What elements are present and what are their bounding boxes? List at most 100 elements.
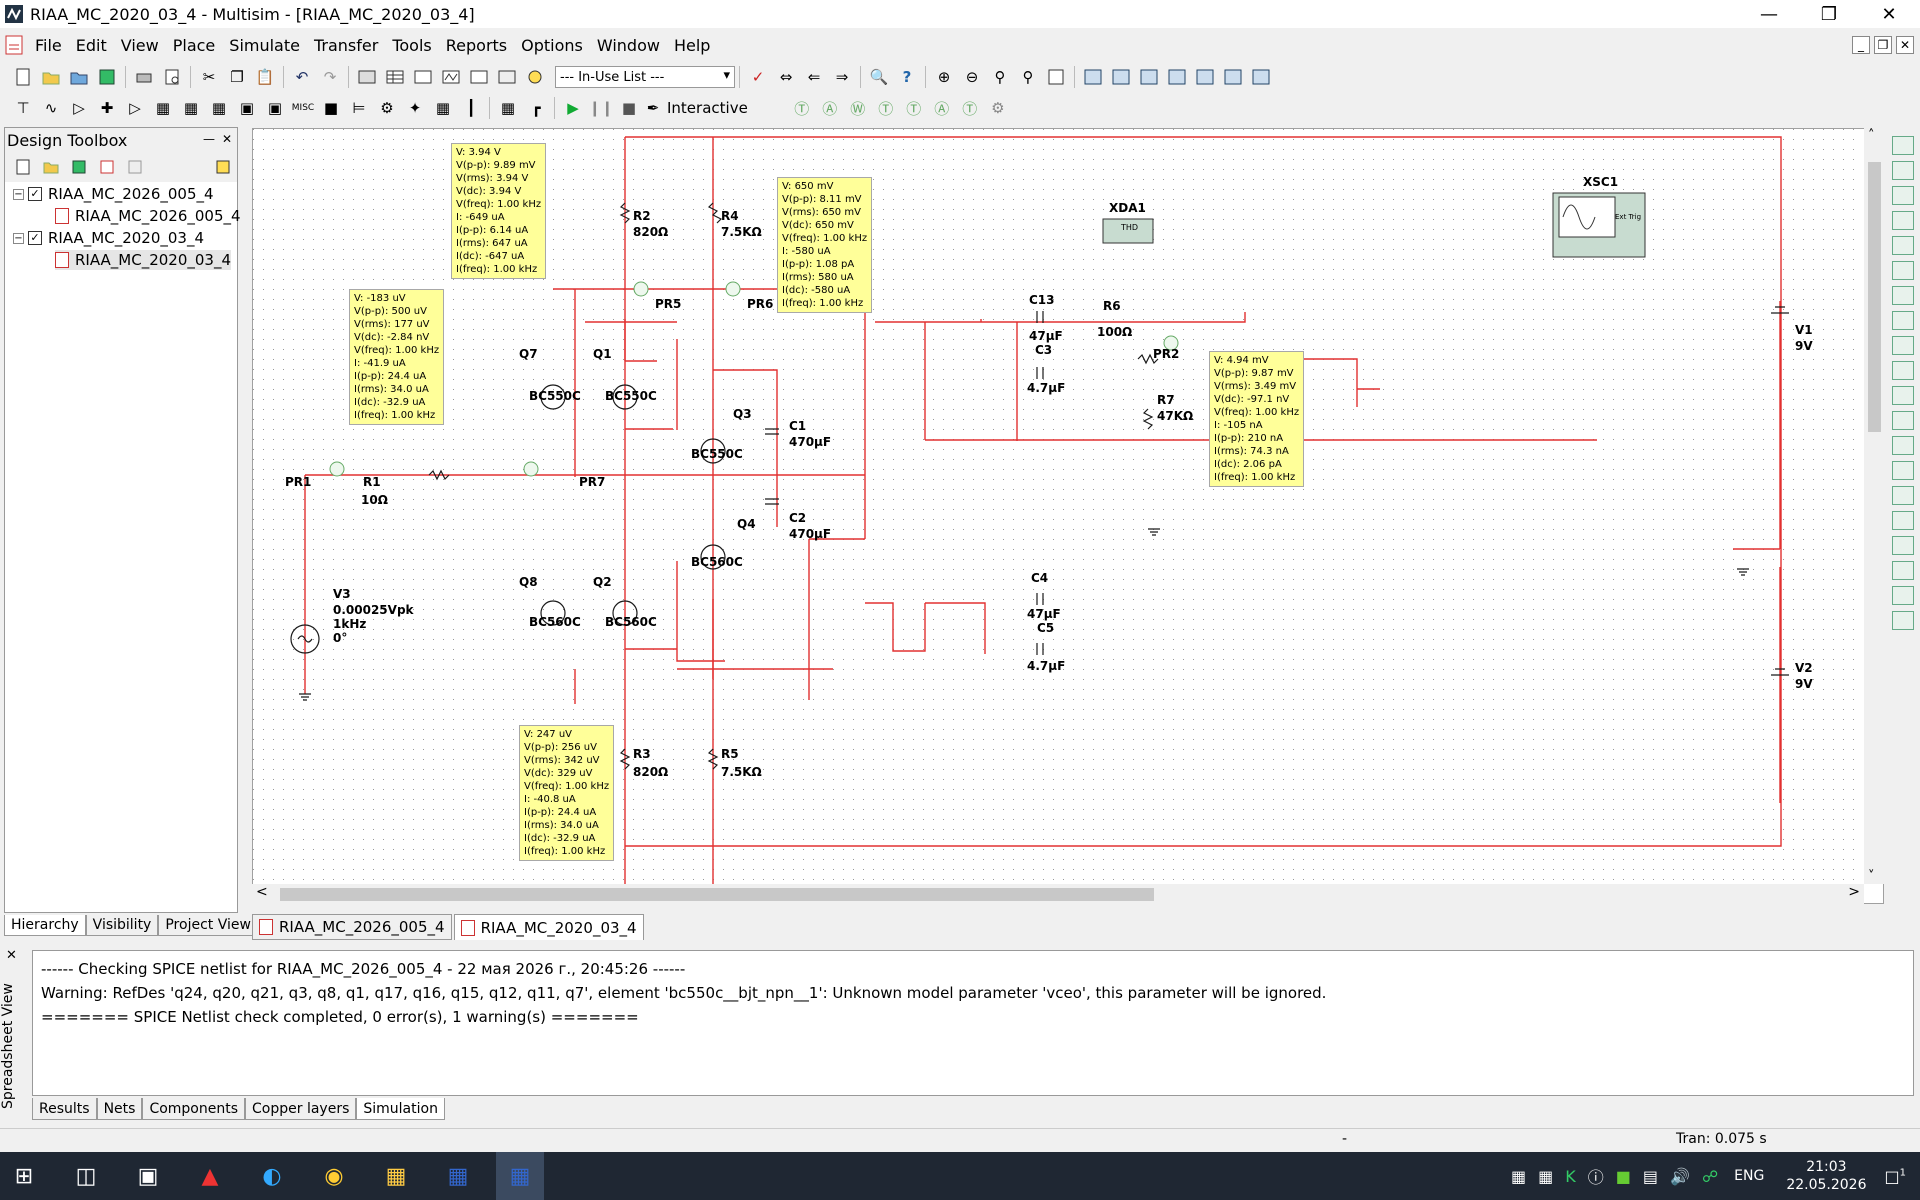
place-junction-icon[interactable]: ┏: [531, 99, 541, 117]
toolbox-delete-sheet-icon[interactable]: [124, 156, 146, 178]
scroll-left-icon[interactable]: <: [256, 884, 268, 900]
doc-tab-2026[interactable]: RIAA_MC_2026_005_4: [252, 914, 452, 940]
document-icon[interactable]: [4, 35, 24, 55]
place-basic-icon[interactable]: ∿: [44, 99, 58, 117]
doc-tab-2020[interactable]: RIAA_MC_2020_03_4: [453, 914, 644, 940]
redo-icon[interactable]: ↷: [323, 68, 337, 86]
find-icon[interactable]: 🔍: [869, 68, 889, 86]
open-folder-icon[interactable]: [40, 66, 62, 88]
undo-icon[interactable]: ↶: [295, 68, 309, 86]
probe-diff-icon[interactable]: Ⓣ: [878, 99, 894, 118]
start-windows-icon[interactable]: ⊞: [14, 1163, 34, 1189]
vertical-scrollbar[interactable]: ˄˅: [1864, 128, 1884, 884]
tray-network-icon[interactable]: ▤: [1642, 1166, 1659, 1186]
close-window-button[interactable]: ✕: [1881, 3, 1897, 25]
component-wizard-icon[interactable]: [524, 66, 546, 88]
zoom-out-icon[interactable]: ⊖: [965, 68, 979, 86]
tray-app2-icon[interactable]: ▦: [1538, 1166, 1554, 1186]
wattmeter-icon[interactable]: [1892, 186, 1914, 205]
multisim-taskbar-icon[interactable]: ▦: [496, 1152, 544, 1200]
database-manager-icon[interactable]: [496, 66, 518, 88]
menu-place[interactable]: Place: [172, 35, 216, 55]
cut-icon[interactable]: ✂: [202, 68, 216, 86]
agilent-generator-icon[interactable]: [1892, 486, 1914, 505]
spreadsheet-close-icon[interactable]: ✕: [6, 948, 17, 963]
place-electromech-icon[interactable]: ⊨: [352, 99, 366, 117]
distortion-analyzer-icon[interactable]: [1892, 411, 1914, 430]
place-misc-icon[interactable]: MISC: [291, 103, 315, 113]
bode-plotter-icon[interactable]: [1892, 261, 1914, 280]
function-generator-icon[interactable]: [1892, 161, 1914, 180]
logic-converter-icon[interactable]: [1892, 336, 1914, 355]
toolbox-properties-icon[interactable]: [212, 156, 234, 178]
tree-item-sheet-2020[interactable]: RIAA_MC_2020_03_4: [55, 250, 232, 270]
place-source-icon[interactable]: ⊤: [16, 99, 30, 117]
tab-nets[interactable]: Nets: [96, 1098, 143, 1120]
edge-icon[interactable]: ◐: [262, 1163, 282, 1189]
minimize-button[interactable]: —: [1760, 3, 1778, 25]
probe-current-icon[interactable]: Ⓐ: [822, 99, 838, 118]
tray-app-icon[interactable]: ▦: [1511, 1166, 1527, 1186]
menu-tools[interactable]: Tools: [392, 35, 432, 55]
network-analyzer-icon[interactable]: [1892, 461, 1914, 480]
mdi-restore-button[interactable]: ❐: [1874, 36, 1892, 54]
tray-info-icon[interactable]: ⓘ: [1587, 1168, 1604, 1187]
grapher-icon[interactable]: [440, 66, 462, 88]
tab-simulation[interactable]: Simulation: [356, 1098, 445, 1120]
menu-window[interactable]: Window: [596, 35, 660, 55]
instrument-7-icon[interactable]: [1250, 66, 1272, 88]
toolbox-close-icon[interactable]: ✕: [221, 132, 233, 146]
transfer-icon[interactable]: ⇔: [779, 68, 793, 86]
instrument-1-icon[interactable]: [1082, 66, 1104, 88]
copy-icon[interactable]: ❐: [230, 68, 244, 86]
probe-voltage-icon[interactable]: Ⓣ: [794, 99, 810, 118]
menu-edit[interactable]: Edit: [75, 35, 107, 55]
probe-power-icon[interactable]: Ⓦ: [850, 99, 866, 118]
tray-nvidia-icon[interactable]: ■: [1615, 1166, 1631, 1186]
print-preview-icon[interactable]: [161, 66, 183, 88]
place-advanced-peripherals-icon[interactable]: ✦: [408, 99, 422, 117]
zoom-fit-icon[interactable]: ⚲: [1022, 68, 1034, 86]
current-probe-icon[interactable]: [1892, 611, 1914, 630]
mdi-close-button[interactable]: ✕: [1896, 36, 1914, 54]
tab-copper-layers[interactable]: Copper layers: [245, 1098, 357, 1120]
zoom-page-icon[interactable]: [1045, 66, 1067, 88]
new-file-icon[interactable]: [12, 66, 34, 88]
open-sample-icon[interactable]: [68, 66, 90, 88]
run-simulation-icon[interactable]: ▶: [567, 99, 579, 117]
menu-help[interactable]: Help: [673, 35, 711, 55]
place-analog-icon[interactable]: ▷: [129, 99, 141, 117]
word-generator-icon[interactable]: [1892, 311, 1914, 330]
tab-visibility[interactable]: Visibility: [85, 915, 159, 936]
tray-k-icon[interactable]: K: [1565, 1166, 1576, 1186]
agilent-oscilloscope-icon[interactable]: [1892, 536, 1914, 555]
scroll-right-icon[interactable]: >: [1848, 884, 1860, 900]
place-diode-icon[interactable]: ▷: [73, 99, 85, 117]
place-misc-digital-icon[interactable]: ▦: [211, 99, 227, 117]
agilent-multimeter-icon[interactable]: [1892, 511, 1914, 530]
scroll-down-icon[interactable]: ˅: [1868, 869, 1875, 884]
paste-icon[interactable]: 📋: [255, 68, 275, 86]
tab-project-view[interactable]: Project View: [158, 915, 258, 936]
instrument-3-icon[interactable]: [1138, 66, 1160, 88]
probe-ref-icon[interactable]: Ⓣ: [906, 99, 922, 118]
design-toolbox-icon[interactable]: [412, 66, 434, 88]
toolbox-open-icon[interactable]: [40, 156, 62, 178]
place-mixed-icon[interactable]: ▣: [239, 99, 255, 117]
ultiboard-icon[interactable]: ▦: [447, 1163, 469, 1189]
interactive-mode-label[interactable]: Interactive: [667, 99, 748, 117]
place-cmos-icon[interactable]: ▦: [183, 99, 199, 117]
input-language[interactable]: ENG: [1734, 1168, 1765, 1184]
restore-button[interactable]: ❐: [1820, 3, 1838, 25]
iv-analyzer-icon[interactable]: [1892, 386, 1914, 405]
toolbox-pin-icon[interactable]: —: [203, 132, 215, 146]
tektronix-oscilloscope-icon[interactable]: [1892, 561, 1914, 580]
place-transistor-icon[interactable]: ✚: [100, 99, 114, 117]
place-hierarchical-icon[interactable]: ▦: [435, 99, 451, 117]
horizontal-scrollbar[interactable]: <>: [252, 884, 1864, 904]
forward-annotate-icon[interactable]: ⇒: [835, 68, 849, 86]
pause-simulation-icon[interactable]: ❙❙: [588, 99, 614, 117]
place-connector-icon[interactable]: ▦: [500, 99, 516, 117]
